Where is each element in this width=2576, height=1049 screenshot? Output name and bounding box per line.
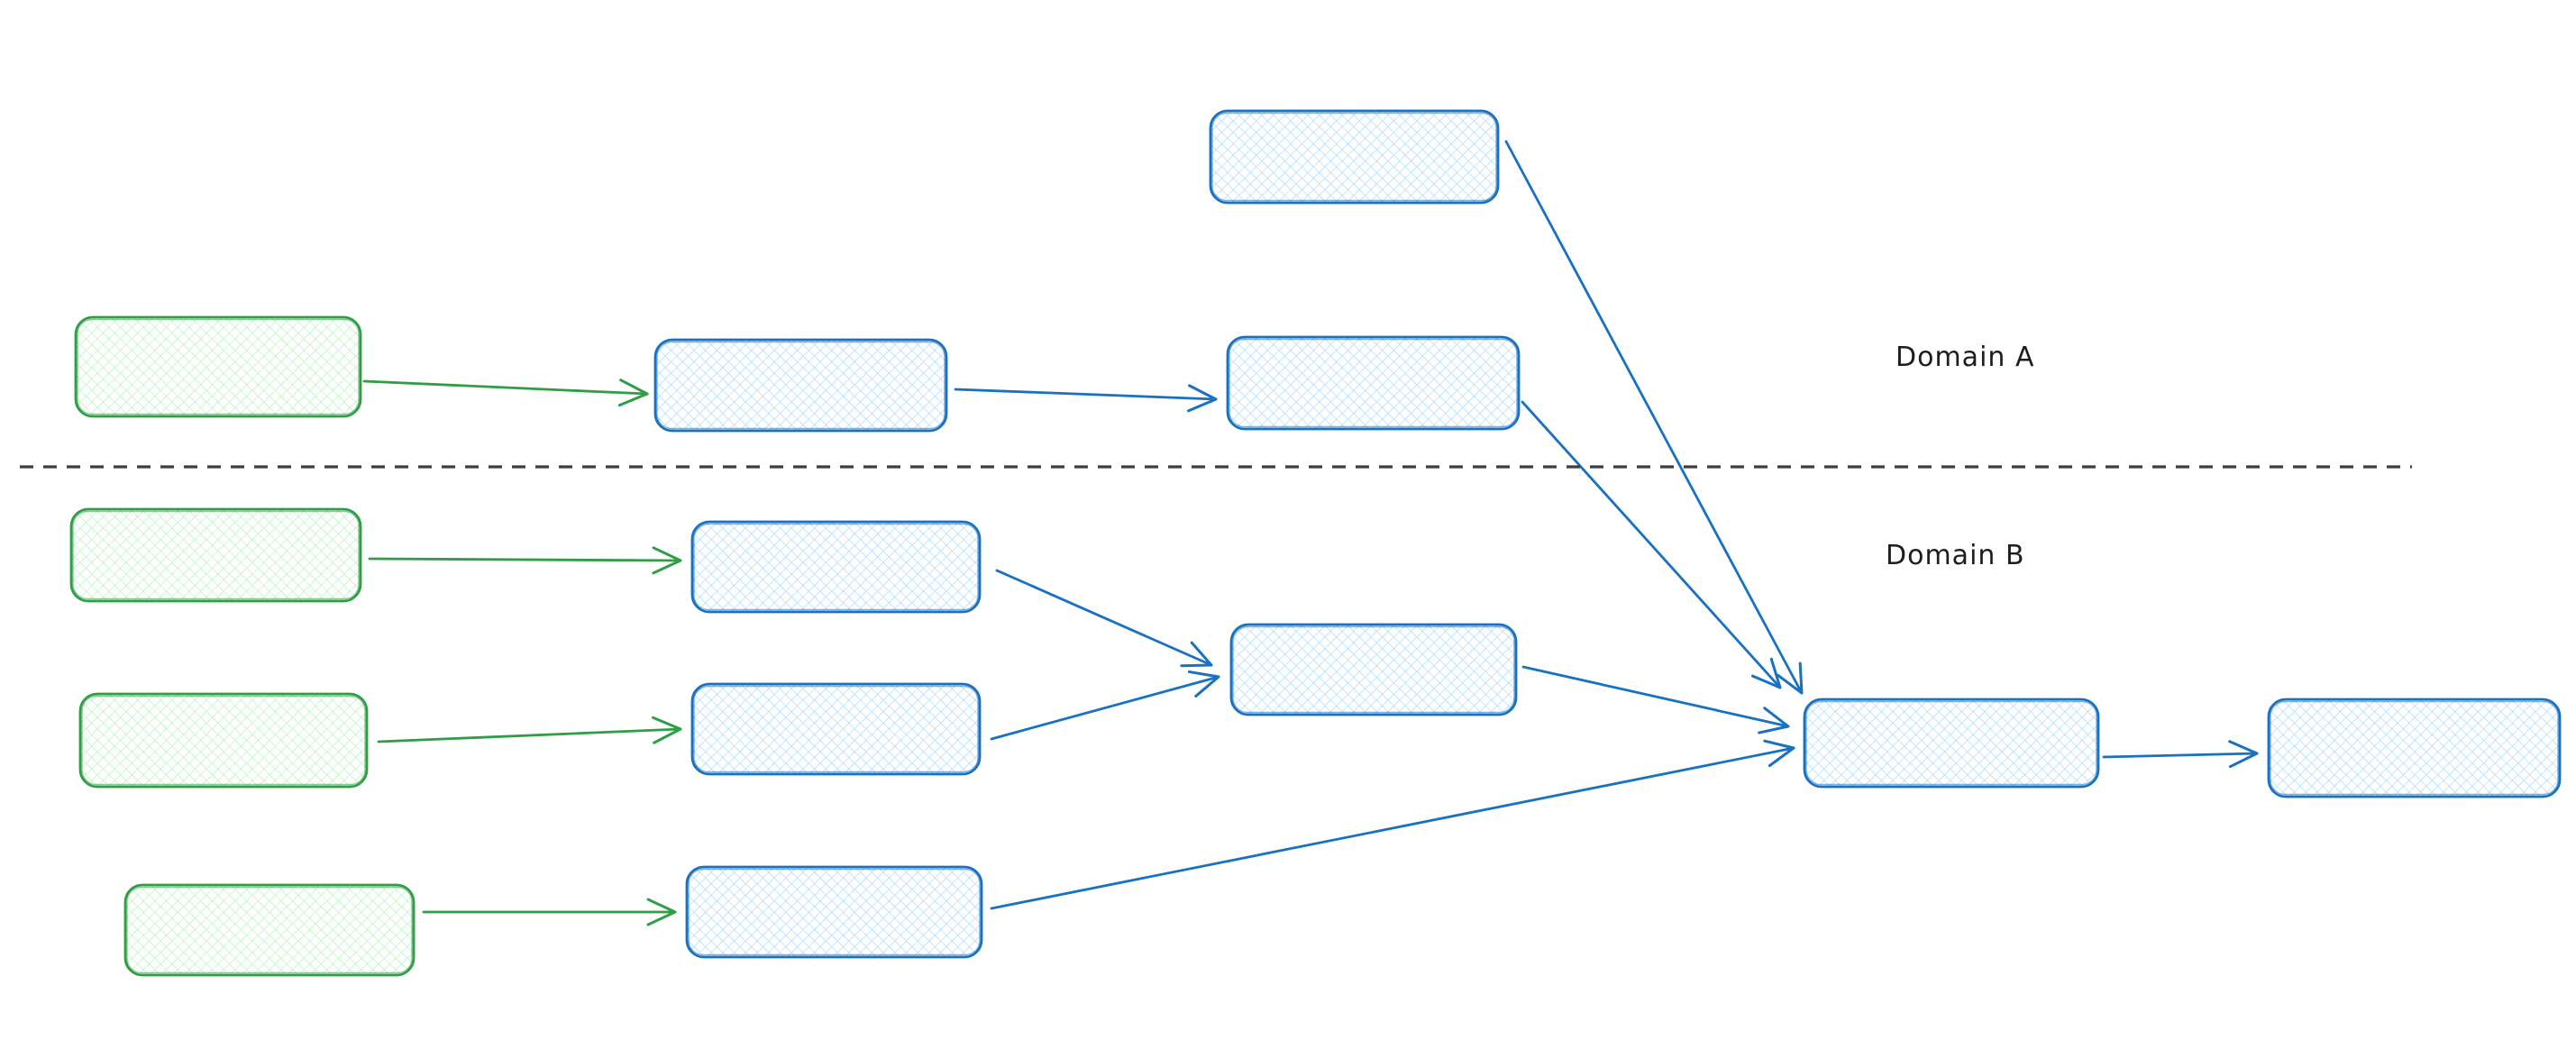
edge-green-a-to-blue-a1 (362, 379, 649, 407)
edge-blue-b2-to-combine (990, 670, 1220, 741)
node-blue-b1 (690, 520, 982, 614)
node-blue-top (1209, 109, 1500, 205)
node-blue-merge (1803, 698, 2100, 789)
node-blue-a2 (1226, 335, 1521, 431)
edge-green-b2-to-blue-b2 (377, 716, 682, 744)
node-green-b1 (69, 507, 362, 603)
edge-green-b1-to-blue-b1 (368, 546, 682, 575)
edge-blue-b1-to-combine (995, 569, 1213, 668)
domain-a-label: Domain A (1895, 342, 2034, 373)
node-blue-b-combine (1229, 623, 1518, 716)
edge-blue-a2-to-merge (1521, 400, 1782, 689)
nodes-layer (69, 109, 2562, 977)
node-green-b3 (123, 883, 416, 977)
node-blue-b3 (685, 865, 983, 959)
node-blue-a1 (653, 338, 948, 433)
edge-blue-a1-to-blue-a2 (954, 384, 1218, 413)
edge-combine-to-merge (1521, 665, 1790, 734)
node-blue-b2 (690, 682, 982, 776)
edges-layer (362, 140, 2259, 926)
node-blue-output (2267, 698, 2562, 798)
edge-merge-to-output (2102, 740, 2259, 769)
edge-blue-top-to-merge (1504, 140, 1804, 695)
node-green-a (74, 315, 362, 418)
domain-b-label: Domain B (1886, 540, 2025, 571)
node-green-b2 (78, 692, 369, 789)
edge-blue-b3-to-merge (990, 739, 1795, 910)
